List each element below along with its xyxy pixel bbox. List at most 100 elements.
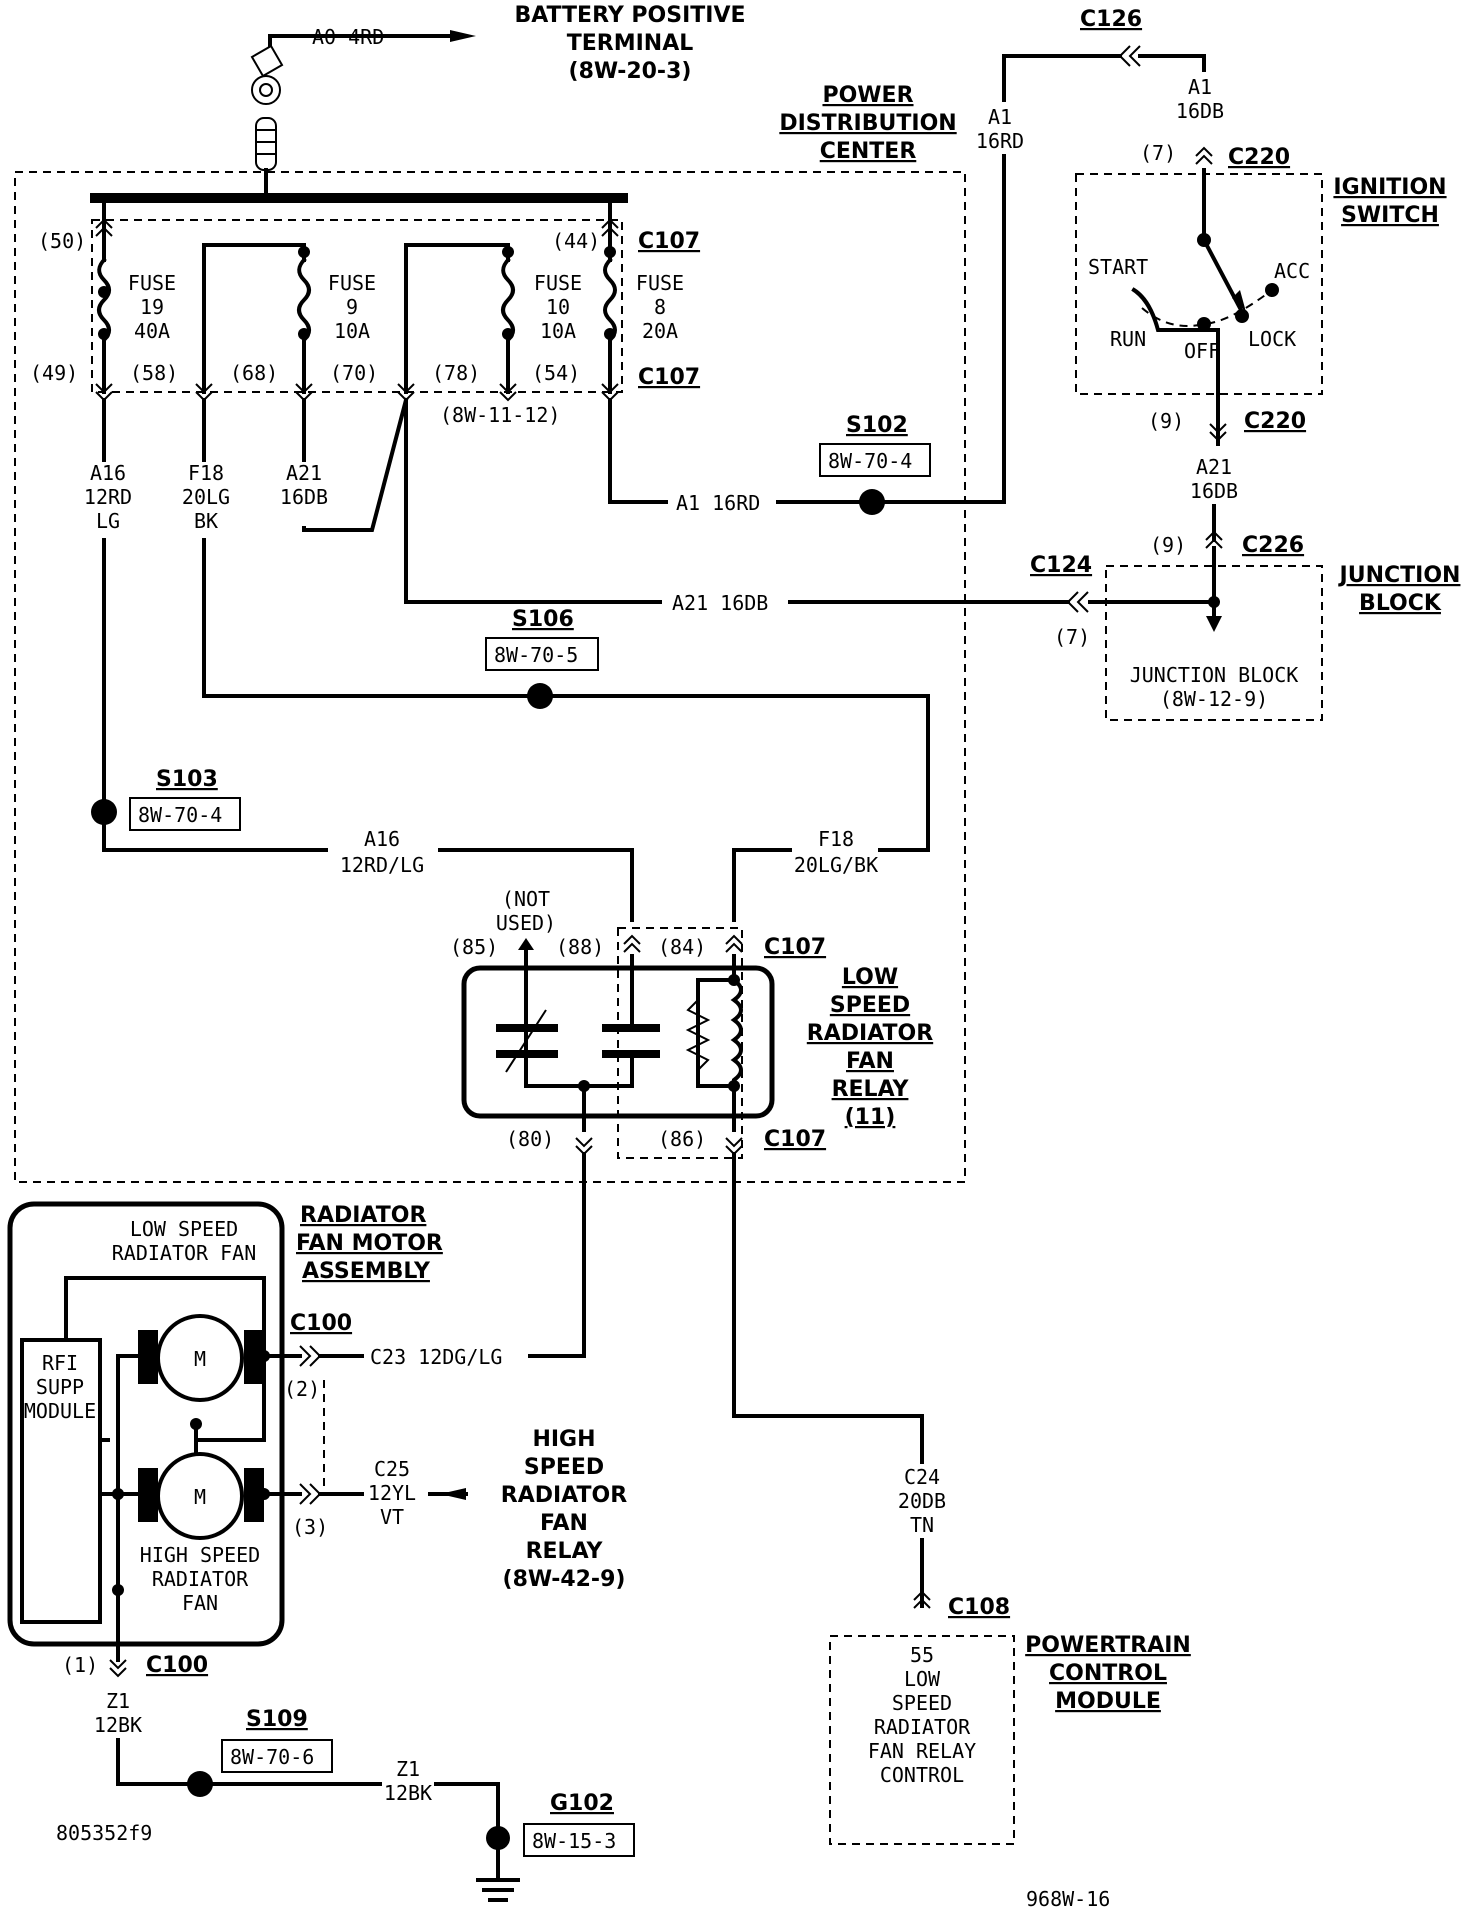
high-motor-m: M: [194, 1485, 206, 1509]
junction-inner-ref: (8W-12-9): [1160, 687, 1268, 711]
wire-c24-color: 20DB: [898, 1489, 946, 1513]
wire-c24-tracer: TN: [910, 1513, 934, 1537]
terminal-lug-icon: [255, 117, 277, 171]
pcm-title-2: CONTROL: [1049, 1661, 1167, 1686]
pin-58: (58): [130, 361, 178, 385]
wire-z1-horizontal-label: Z1: [396, 1757, 420, 1781]
junction-title-1: JUNCTION: [1338, 563, 1461, 588]
wire-c24-label: C24: [904, 1465, 940, 1489]
fan-pin-2: (2): [284, 1377, 320, 1401]
pdc-title-3: CENTER: [820, 139, 917, 164]
connector-c100-top: C100: [290, 1311, 352, 1336]
wire-z1-label: Z1: [106, 1689, 130, 1713]
fuse-10-rating: 10A: [540, 319, 576, 343]
ignition-lock: LOCK: [1248, 327, 1296, 351]
ground-g102-ref: 8W-15-3: [532, 1829, 616, 1853]
hs-relay-title-2: SPEED: [524, 1455, 604, 1480]
low-speed-relay: (NOT USED) (85) (88) (84) C107 (80): [370, 887, 946, 1608]
splice-s102-dot: [859, 489, 885, 515]
high-fan-label-1: HIGH SPEED: [140, 1543, 260, 1567]
wire-a16-tracer: LG: [96, 509, 120, 533]
hs-relay-title-5: RELAY: [526, 1539, 604, 1564]
fuse-19-number: 19: [140, 295, 164, 319]
wire-f18-tracer: BK: [194, 509, 218, 533]
connector-c220-top: C220: [1228, 145, 1290, 170]
wire-a21-color: 16DB: [280, 485, 328, 509]
fuse-8-number: 8: [654, 295, 666, 319]
battery-feed: A0 4RD BATTERY POSITIVE TERMINAL (8W-20-…: [250, 3, 746, 200]
wire-a16-label: A16: [90, 461, 126, 485]
high-fan-label-2: RADIATOR: [152, 1567, 249, 1591]
relay-title-5: RELAY: [832, 1077, 910, 1102]
wire-a1-label: A1 16RD: [676, 491, 760, 515]
figure-id-left: 805352f9: [56, 1821, 152, 1845]
splice-s109-dot: [187, 1771, 213, 1797]
high-speed-motor-icon: [156, 1452, 244, 1540]
pcm-line-5: FAN RELAY: [868, 1739, 976, 1763]
splice-s109: S109: [246, 1707, 308, 1732]
wire-z1-color: 12BK: [94, 1713, 142, 1737]
battery-title-3: (8W-20-3): [569, 59, 692, 84]
wire-a1-vertical-color: 16RD: [976, 129, 1024, 153]
fuse-9-rating: 10A: [334, 319, 370, 343]
wire-c25-label: C25: [374, 1457, 410, 1481]
low-fan-label-1: LOW SPEED: [130, 1217, 238, 1241]
splice-s103-ref: 8W-70-4: [138, 803, 222, 827]
fan-assembly-housing: [7, 1201, 285, 1647]
low-speed-motor-icon: [156, 1314, 244, 1402]
fuse-8-label: FUSE: [636, 271, 684, 295]
wire-f18-relay-label: F18: [818, 827, 854, 851]
connector-c220-bottom: C220: [1244, 409, 1306, 434]
fuse-8-icon: [603, 257, 617, 350]
connector-c226: C226: [1242, 533, 1304, 558]
relay-title-1: LOW: [842, 965, 898, 990]
ground-icon: [476, 1878, 520, 1902]
fuse-10-icon: [501, 257, 515, 350]
relay-not-used-1: (NOT: [502, 887, 550, 911]
wire-a16-color: 12RD: [84, 485, 132, 509]
ignition-title-2: SWITCH: [1341, 203, 1439, 228]
ignition-pin-7: (7): [1140, 141, 1176, 165]
figure-id-right: 968W-16: [1026, 1887, 1110, 1911]
rfi-module: [20, 1338, 102, 1624]
ignition-title-1: IGNITION: [1333, 175, 1446, 200]
junction-pin-7: (7): [1054, 625, 1090, 649]
junction-inner-label: JUNCTION BLOCK: [1130, 663, 1299, 687]
relay-not-used-2: USED): [496, 911, 556, 935]
hs-relay-title-3: RADIATOR: [501, 1483, 627, 1508]
splice-s106-dot: [527, 683, 553, 709]
pcm-line-3: SPEED: [892, 1691, 952, 1715]
battery-terminal-icon: [251, 75, 281, 105]
fan-title-1: RADIATOR: [300, 1203, 426, 1228]
hs-relay-title-6: (8W-42-9): [503, 1567, 626, 1592]
relay-title-2: SPEED: [830, 993, 910, 1018]
pcm-line-4: RADIATOR: [874, 1715, 971, 1739]
splice-s106-ref: 8W-70-5: [494, 643, 578, 667]
pin-49: (49): [30, 361, 78, 385]
relay-title-3: RADIATOR: [807, 1021, 933, 1046]
relay-pin-84: (84): [658, 935, 706, 959]
low-motor-m: M: [194, 1347, 206, 1371]
ground-path: (1) C100 Z1 12BK S109 8W-70-6 Z1 12BK G1…: [62, 1620, 635, 1902]
fuse-10-label: FUSE: [534, 271, 582, 295]
splice-s106: S106: [512, 607, 574, 632]
fuse-9-label: FUSE: [328, 271, 376, 295]
relay-pin-86: (86): [658, 1127, 706, 1151]
wire-a21-horizontal-label: A21 16DB: [672, 591, 768, 615]
fan-title-2: FAN MOTOR: [296, 1231, 443, 1256]
fan-motor-assembly: RADIATOR FAN MOTOR ASSEMBLY LOW SPEED RA…: [7, 1201, 627, 1647]
ignition-start: START: [1088, 255, 1148, 279]
pdc-wiring: A16 12RD LG F18 20LG BK A21 16DB A21 16D…: [84, 7, 1206, 922]
ignition-switch: C220 (7) A1 16DB IGNITION SWITCH START A…: [1075, 75, 1447, 542]
rfi-label-1: RFI: [42, 1351, 78, 1375]
high-fan-label-3: FAN: [182, 1591, 218, 1615]
fuse-19-rating: 40A: [134, 319, 170, 343]
wire-f18-color: 20LG: [182, 485, 230, 509]
junction-title-2: BLOCK: [1359, 591, 1442, 616]
fuse-9-icon: [297, 257, 311, 350]
ground-g102-dot: [486, 1826, 510, 1850]
fan-pin-3: (3): [292, 1515, 328, 1539]
fuse-10-number: 10: [546, 295, 570, 319]
pcm-line-2: LOW: [904, 1667, 941, 1691]
wire-c23-label: C23 12DG/LG: [370, 1345, 502, 1369]
